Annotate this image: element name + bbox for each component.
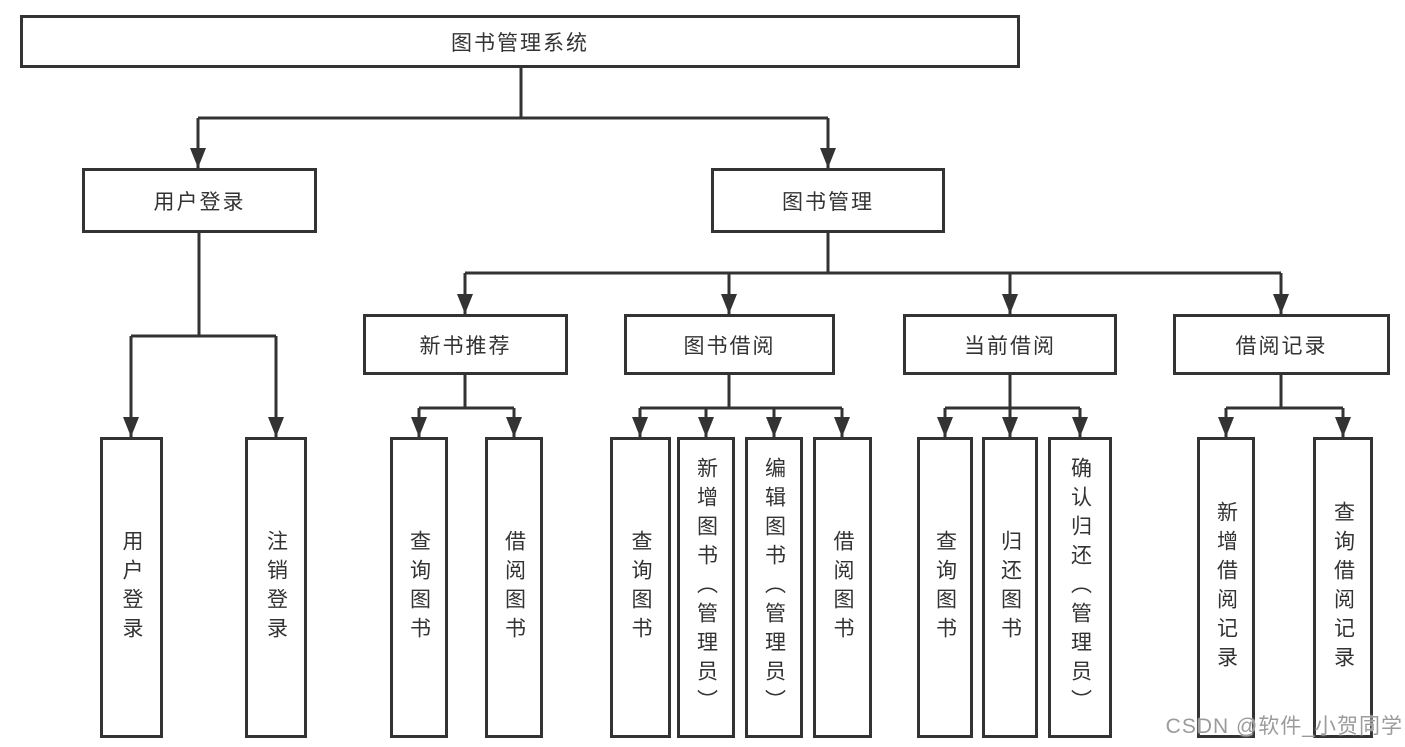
node-label: 查询图书 xyxy=(407,529,431,646)
node-new-book-recommend: 新书推荐 xyxy=(363,314,568,375)
leaf-borrow-books: 借阅图书 xyxy=(813,437,872,738)
connector-newbooks-to-leaves xyxy=(411,375,522,437)
node-label: 借阅图书 xyxy=(502,529,526,646)
leaf-user-login: 用户登录 xyxy=(100,437,163,738)
connector-userlogin-to-leaves xyxy=(123,233,284,437)
node-label: 新增借阅记录 xyxy=(1214,500,1238,675)
node-borrow-records: 借阅记录 xyxy=(1173,314,1390,375)
node-user-login: 用户登录 xyxy=(82,168,317,233)
node-label: 新增图书（管理员） xyxy=(694,457,718,718)
node-label: 归还图书 xyxy=(998,529,1022,646)
connector-bookmgmt-to-level3 xyxy=(457,233,1289,314)
connector-records-to-leaves xyxy=(1218,375,1351,437)
node-label: 图书借阅 xyxy=(683,334,776,358)
leaf-query-borrow-record: 查询借阅记录 xyxy=(1313,437,1373,738)
node-label: 用户登录 xyxy=(153,190,246,214)
leaf-query-books-recommend: 查询图书 xyxy=(390,437,448,738)
leaf-query-books-borrowing: 查询图书 xyxy=(610,437,671,738)
node-label: 借阅记录 xyxy=(1235,334,1328,358)
node-label: 图书管理 xyxy=(782,190,874,214)
node-book-management: 图书管理 xyxy=(711,168,945,233)
leaf-add-borrow-record: 新增借阅记录 xyxy=(1197,437,1255,738)
connector-borrow-to-leaves xyxy=(632,375,850,437)
leaf-logout: 注销登录 xyxy=(245,437,307,738)
node-label: 图书管理系统 xyxy=(451,31,589,55)
node-label: 确认归还（管理员） xyxy=(1068,457,1092,718)
node-label: 注销登录 xyxy=(264,529,288,646)
node-label: 新书推荐 xyxy=(419,334,512,358)
connector-current-to-leaves xyxy=(937,375,1088,437)
node-label: 当前借阅 xyxy=(964,334,1056,358)
connector-root-to-level2 xyxy=(190,68,836,168)
leaf-confirm-return-admin: 确认归还（管理员） xyxy=(1048,437,1112,738)
node-current-borrowing: 当前借阅 xyxy=(903,314,1117,375)
leaf-edit-books-admin: 编辑图书（管理员） xyxy=(745,437,803,738)
node-root-library-system: 图书管理系统 xyxy=(20,15,1020,68)
leaf-return-books: 归还图书 xyxy=(982,437,1038,738)
node-label: 查询借阅记录 xyxy=(1331,500,1355,675)
node-book-borrowing: 图书借阅 xyxy=(624,314,835,375)
leaf-query-books-current: 查询图书 xyxy=(917,437,973,738)
watermark: CSDN @软件_小贺同学 xyxy=(1165,715,1403,738)
leaf-borrow-books-recommend: 借阅图书 xyxy=(485,437,543,738)
node-label: 编辑图书（管理员） xyxy=(762,457,786,718)
node-label: 查询图书 xyxy=(629,529,652,646)
leaf-add-books-admin: 新增图书（管理员） xyxy=(677,437,735,738)
node-label: 查询图书 xyxy=(933,529,957,646)
node-label: 用户登录 xyxy=(120,529,143,646)
node-label: 借阅图书 xyxy=(831,529,854,646)
